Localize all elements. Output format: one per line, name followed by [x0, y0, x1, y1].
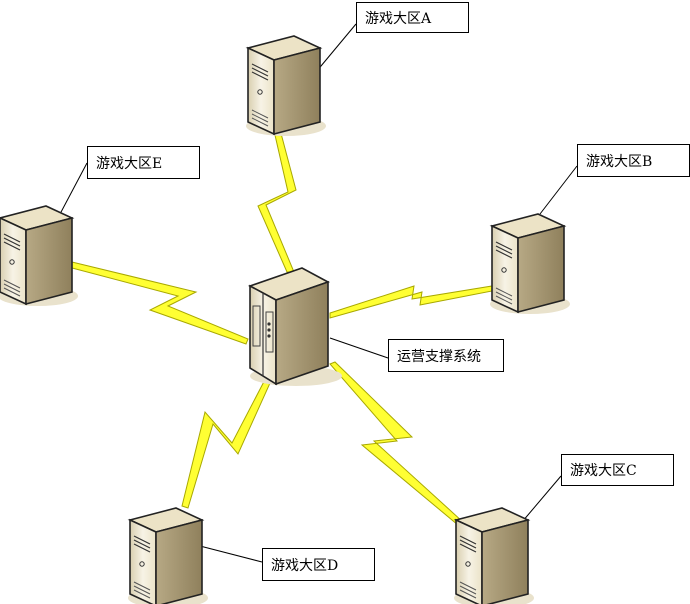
node-label-c: 游戏大区C: [561, 454, 674, 486]
center-label-text: 运营支撑系统: [397, 348, 481, 365]
node-label-text-a: 游戏大区A: [365, 10, 432, 27]
link-c: [329, 361, 464, 526]
link-b: [329, 285, 493, 319]
node-label-text-b: 游戏大区B: [586, 153, 653, 170]
leader-line-b: [539, 165, 578, 215]
node-label-text-d: 游戏大区D: [271, 557, 339, 574]
node-label-text-c: 游戏大区C: [570, 463, 637, 479]
node-label-e: 游戏大区E: [87, 146, 200, 179]
link-d: [181, 369, 276, 509]
server-icon-d: [127, 507, 209, 604]
server-icon-e: [0, 205, 79, 307]
server-icon-c: [453, 507, 535, 604]
node-label-d: 游戏大区D: [262, 548, 375, 581]
leader-line-center: [329, 337, 389, 359]
leader-line-e: [59, 162, 88, 215]
link-e: [71, 261, 249, 345]
node-label-text-e: 游戏大区E: [96, 155, 163, 172]
node-label-a: 游戏大区A: [356, 2, 469, 33]
cabinet-icon: [248, 267, 342, 386]
center-label: 运营支撑系统: [388, 339, 504, 372]
node-label-b: 游戏大区B: [577, 144, 690, 177]
leader-line-a: [315, 23, 357, 73]
server-icon-b: [489, 213, 571, 315]
leader-line-d: [199, 545, 263, 563]
leader-line-c: [521, 475, 562, 523]
server-icon-a: [245, 35, 327, 137]
link-a: [257, 121, 297, 273]
